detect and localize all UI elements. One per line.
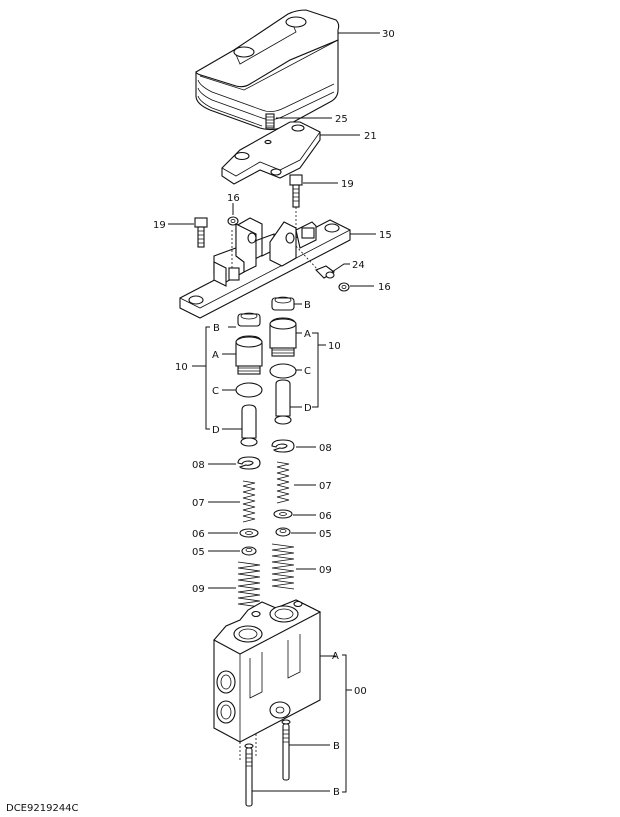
part-07-spring-right xyxy=(276,461,290,504)
callout-A-body: A xyxy=(332,651,339,662)
part-15-base-plate xyxy=(179,217,351,319)
callout-16-lower: 16 xyxy=(378,282,391,293)
callout-09-left: 09 xyxy=(192,584,205,595)
right-10-assembly xyxy=(269,296,297,425)
callout-06-right: 06 xyxy=(319,511,332,522)
callout-C-right: C xyxy=(304,366,311,377)
part-06-washer-left xyxy=(239,528,259,538)
callout-06-left: 06 xyxy=(192,529,205,540)
callout-25: 25 xyxy=(335,114,348,125)
part-05-seat-right xyxy=(275,527,291,537)
part-24-pin xyxy=(295,245,335,279)
callout-B-right: B xyxy=(304,300,311,311)
drawing-code: DCE9219244C xyxy=(6,803,79,814)
callout-A-left: A xyxy=(212,350,219,361)
part-09-spring-right xyxy=(271,543,295,590)
callout-D-left: D xyxy=(212,425,220,436)
callout-19-left: 19 xyxy=(153,220,166,231)
callout-08-right: 08 xyxy=(319,443,332,454)
valve-body xyxy=(213,599,322,760)
part-08-ring-left xyxy=(237,456,261,470)
part-19-bolt-right xyxy=(289,174,303,232)
callout-15: 15 xyxy=(379,230,392,241)
callout-19-right: 19 xyxy=(341,179,354,190)
callout-B-body-2: B xyxy=(333,787,340,798)
part-05-seat-left xyxy=(241,546,257,556)
callout-08-left: 08 xyxy=(192,460,205,471)
callout-B-body-1: B xyxy=(333,741,340,752)
callout-D-right: D xyxy=(304,403,312,414)
callout-16-upper: 16 xyxy=(227,193,240,204)
left-10-assembly xyxy=(235,312,263,447)
callout-B-left: B xyxy=(213,323,220,334)
callout-C-left: C xyxy=(212,386,219,397)
part-07-spring-left xyxy=(242,480,256,523)
part-09-spring-left xyxy=(237,561,261,608)
part-19-bolt-left xyxy=(194,217,208,248)
part-21-plate xyxy=(221,121,321,185)
part-30-cover xyxy=(195,9,340,131)
callout-00: 00 xyxy=(354,686,367,697)
callout-09-right: 09 xyxy=(319,565,332,576)
callout-07-left: 07 xyxy=(192,498,205,509)
callout-A-right: A xyxy=(304,329,311,340)
part-06-washer-right xyxy=(273,509,293,519)
callout-07-right: 07 xyxy=(319,481,332,492)
push-rod-left xyxy=(244,743,254,807)
callout-10-left: 10 xyxy=(175,362,188,373)
part-16-washer-upper xyxy=(227,216,239,226)
callout-10-right: 10 xyxy=(328,341,341,352)
callout-05-left: 05 xyxy=(192,547,205,558)
callout-24: 24 xyxy=(352,260,365,271)
part-16-washer-lower xyxy=(338,282,350,292)
callout-05-right: 05 xyxy=(319,529,332,540)
part-25-screw xyxy=(265,113,275,129)
callout-30: 30 xyxy=(382,29,395,40)
part-08-ring-right xyxy=(271,439,295,453)
push-rod-right xyxy=(281,719,291,781)
callout-21: 21 xyxy=(364,131,377,142)
